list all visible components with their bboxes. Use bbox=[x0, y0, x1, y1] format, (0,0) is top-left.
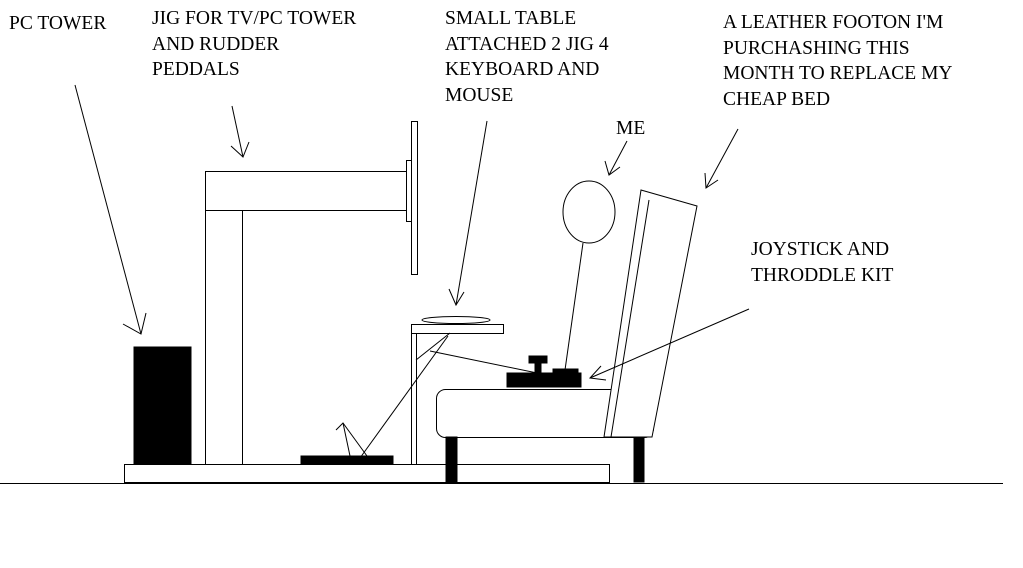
joystick-base bbox=[506, 372, 582, 388]
label-line: THRODDLE KIT bbox=[751, 264, 894, 286]
small-table-top bbox=[411, 324, 504, 334]
jig-post bbox=[205, 210, 243, 465]
joystick-stem bbox=[534, 361, 542, 375]
small-table-leg bbox=[411, 333, 417, 465]
label-line: ATTACHED 2 JIG 4 bbox=[445, 33, 609, 55]
pointer-joystick bbox=[588, 308, 750, 381]
rudder-pedal-base bbox=[300, 455, 394, 465]
label-me: ME bbox=[616, 116, 645, 142]
label-line: MONTH TO REPLACE MY bbox=[723, 63, 953, 84]
label-line: ME bbox=[616, 118, 646, 139]
tv-mount bbox=[406, 160, 412, 222]
pointer-pc-tower bbox=[74, 84, 147, 335]
jig-base bbox=[124, 464, 610, 483]
small-table-brace bbox=[415, 332, 451, 361]
label-line: SMALL TABLE bbox=[445, 8, 577, 29]
label-line: PURCHASHING THIS bbox=[723, 37, 910, 59]
futon-back-inner bbox=[610, 199, 650, 438]
label-line: JIG FOR TV/PC TOWER bbox=[152, 8, 357, 29]
label-joystick: JOYSTICK AND THRODDLE KIT bbox=[751, 237, 893, 288]
jig-arm bbox=[205, 171, 407, 211]
keyboard bbox=[421, 316, 491, 324]
table-to-joystick-strut bbox=[429, 350, 543, 375]
label-line: PEDDALS bbox=[152, 59, 240, 80]
label-jig: JIG FOR TV/PC TOWER AND RUDDER PEDDALS bbox=[152, 6, 356, 83]
label-line: KEYBOARD AND bbox=[445, 59, 600, 80]
label-line: A LEATHER FOOTON I'M bbox=[723, 12, 944, 33]
label-line: PC TOWER bbox=[9, 13, 107, 34]
label-line: AND RUDDER bbox=[152, 33, 280, 55]
label-line: JOYSTICK AND bbox=[751, 239, 890, 260]
futon-leg-right bbox=[633, 436, 645, 483]
rudder-pedal bbox=[335, 422, 368, 457]
label-line: CHEAP BED bbox=[723, 88, 831, 110]
pointer-small-table bbox=[448, 120, 488, 307]
pointer-futon bbox=[704, 128, 739, 189]
me-head bbox=[562, 180, 616, 244]
me-body bbox=[564, 242, 584, 371]
throttle-knob bbox=[552, 368, 579, 376]
futon-leg-left bbox=[445, 436, 458, 483]
joystick-grip bbox=[528, 355, 548, 364]
tv-screen bbox=[411, 121, 418, 275]
label-futon: A LEATHER FOOTON I'M PURCHASHING THIS MONT… bbox=[723, 10, 953, 112]
label-small-table: SMALL TABLE ATTACHED 2 JIG 4 KEYBOARD AND M… bbox=[445, 6, 609, 108]
pointer-jig bbox=[230, 105, 250, 158]
rudder-pedal-leg bbox=[342, 422, 351, 457]
futon-back bbox=[603, 189, 698, 438]
label-pc-tower: PC TOWER bbox=[9, 11, 106, 37]
jig-to-table-strut bbox=[359, 335, 449, 459]
pc-tower bbox=[133, 346, 192, 465]
label-line: MOUSE bbox=[445, 84, 514, 106]
pointer-me bbox=[604, 140, 628, 176]
